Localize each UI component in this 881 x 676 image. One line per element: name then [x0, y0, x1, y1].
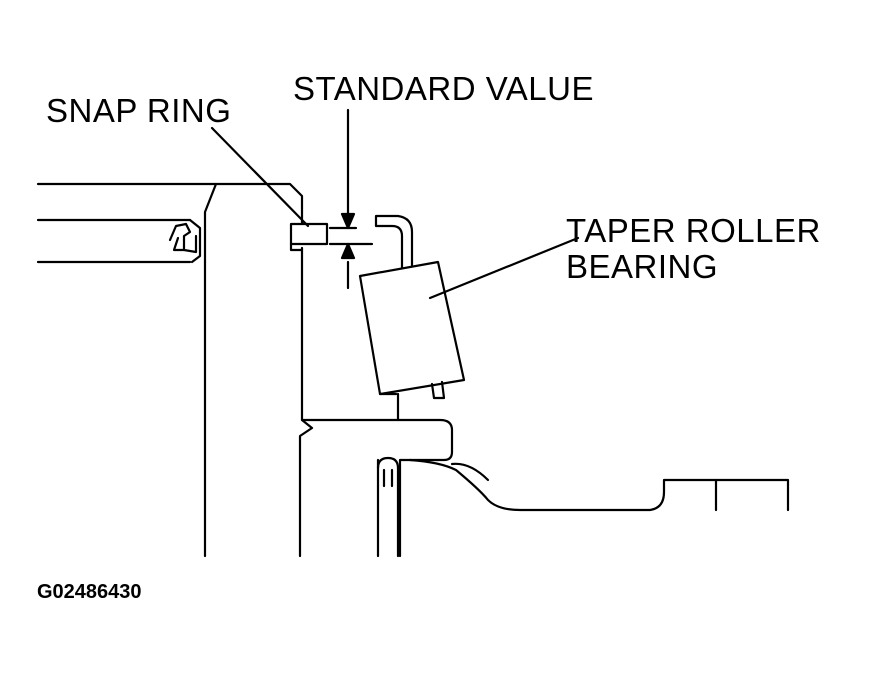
housing-bore-wall: [203, 182, 218, 558]
bearing-cage-bottom: [430, 380, 446, 400]
bearing-roller: [358, 260, 466, 396]
oil-seal-lip: [168, 222, 198, 254]
oil-seal-body: [188, 218, 202, 264]
arrow-down-icon: [340, 212, 356, 230]
flange-profile: [408, 458, 790, 512]
arrow-up-icon: [340, 242, 356, 260]
shaft-shoulder: [376, 456, 400, 558]
bearing-inner-race: [378, 392, 400, 422]
snap-ring-leader: [210, 126, 310, 228]
taper-roller-bearing-label-line2: BEARING: [566, 248, 719, 285]
taper-roller-bearing-label-line1: TAPER ROLLER: [566, 212, 821, 249]
bearing-cage-top: [374, 214, 414, 272]
standard-value-dimension-line: [328, 108, 374, 290]
housing-outline: [36, 182, 314, 558]
snap-ring-shape: [289, 222, 329, 246]
flange-base-line: [450, 462, 490, 482]
snap-ring-groove: [289, 242, 304, 252]
figure-id: G02486430: [37, 581, 142, 603]
shaft-outline: [300, 418, 454, 558]
taper-roller-bearing-leader: [428, 236, 580, 300]
snap-ring-label: SNAP RING: [46, 92, 232, 129]
standard-value-label: STANDARD VALUE: [293, 70, 595, 107]
oil-seal-lines: [36, 218, 192, 264]
